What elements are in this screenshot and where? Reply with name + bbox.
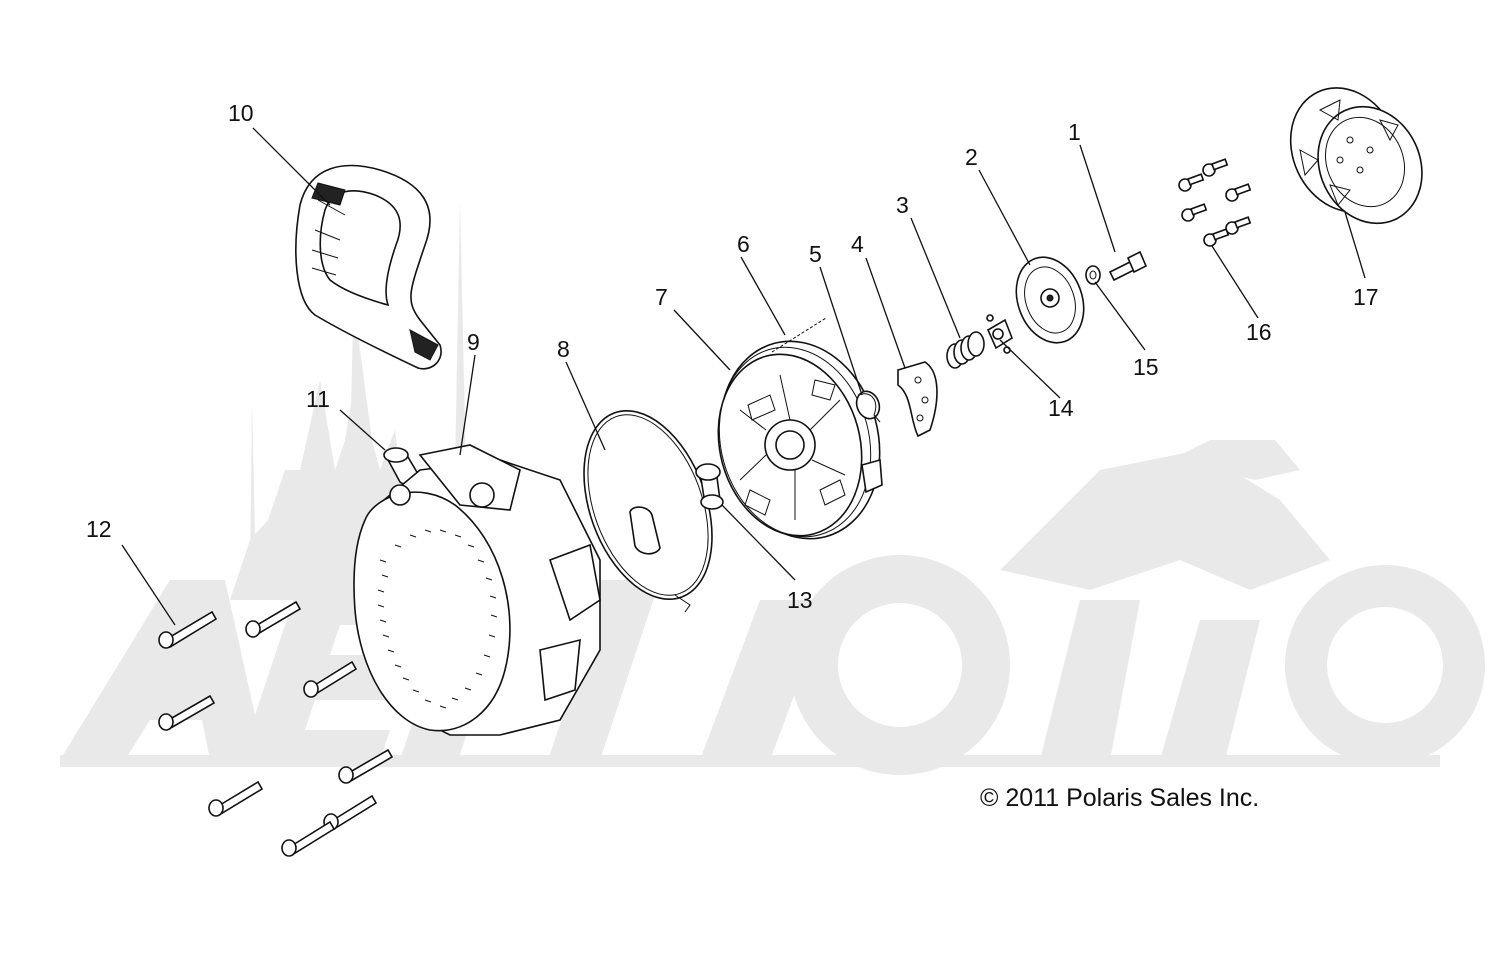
callout-4: 4	[851, 231, 864, 257]
pull-handle	[295, 164, 442, 370]
starter-rope	[771, 317, 827, 353]
callout-1: 1	[1068, 119, 1081, 145]
callout-16: 16	[1246, 319, 1272, 345]
callout-labels: 1 2 3 4 5 6 7 8 9 10 11 12 13 14 15 16 1…	[86, 100, 1379, 613]
callout-12: 12	[86, 516, 112, 542]
flange-bolts	[1178, 158, 1252, 247]
callout-14: 14	[1048, 395, 1074, 421]
callout-7: 7	[655, 284, 668, 310]
recoil-housing	[353, 444, 601, 736]
watermark-logo	[60, 200, 1485, 775]
pawl-spring	[946, 331, 985, 369]
center-bushing	[695, 463, 724, 510]
callout-3: 3	[896, 192, 909, 218]
rope-pulley	[717, 340, 883, 540]
callout-11: 11	[306, 386, 330, 412]
friction-plate	[1015, 256, 1085, 344]
callout-17: 17	[1353, 284, 1379, 310]
center-bolt	[1108, 250, 1148, 282]
callout-9: 9	[467, 329, 480, 355]
callout-10: 10	[228, 100, 254, 126]
callout-2: 2	[965, 144, 978, 170]
friction-plate-clip	[986, 314, 1013, 354]
leader-lines	[121, 127, 1366, 626]
callout-6: 6	[737, 231, 750, 257]
callout-15: 15	[1133, 354, 1159, 380]
housing-bolts	[158, 600, 394, 857]
starter-drive-cup	[1289, 87, 1423, 225]
callout-5: 5	[809, 241, 822, 267]
ratchet-pawl	[897, 361, 938, 438]
callout-8: 8	[557, 336, 570, 362]
callout-13: 13	[787, 587, 813, 613]
washer	[1085, 265, 1101, 285]
copyright-text: © 2011 Polaris Sales Inc.	[980, 784, 1259, 812]
